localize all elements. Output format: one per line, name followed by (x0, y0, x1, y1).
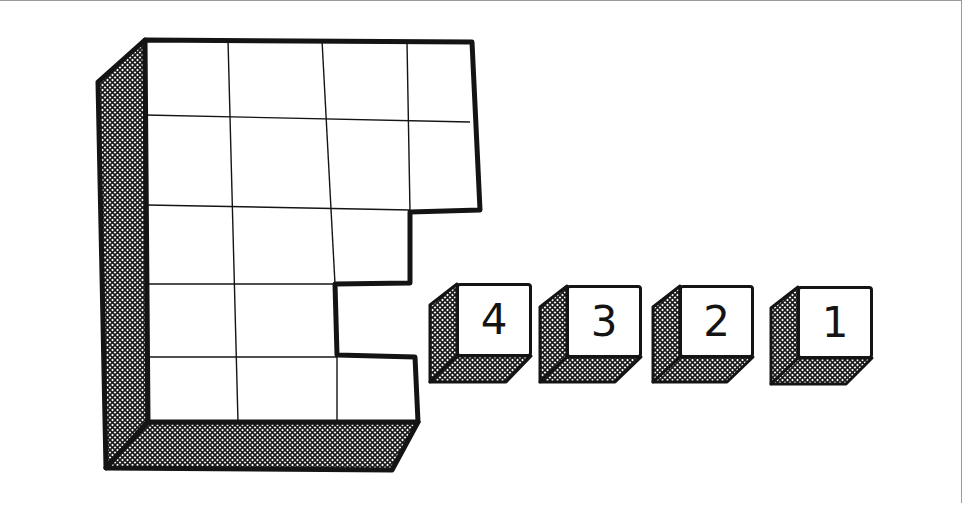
number-cube: 1 (797, 286, 873, 359)
board-side-face (98, 40, 148, 468)
board-outline (145, 40, 480, 422)
cube-number: 4 (481, 299, 508, 341)
cube-number: 3 (591, 301, 618, 343)
number-cube: 4 (456, 283, 532, 357)
number-cube: 2 (679, 285, 754, 358)
board-bottom-face (106, 422, 418, 470)
cube-sides (430, 284, 872, 384)
cube-number: 2 (703, 301, 730, 343)
board-grid (145, 40, 470, 422)
board-top-face (145, 40, 480, 422)
cube-number: 1 (822, 302, 849, 344)
number-cube: 3 (566, 285, 642, 358)
